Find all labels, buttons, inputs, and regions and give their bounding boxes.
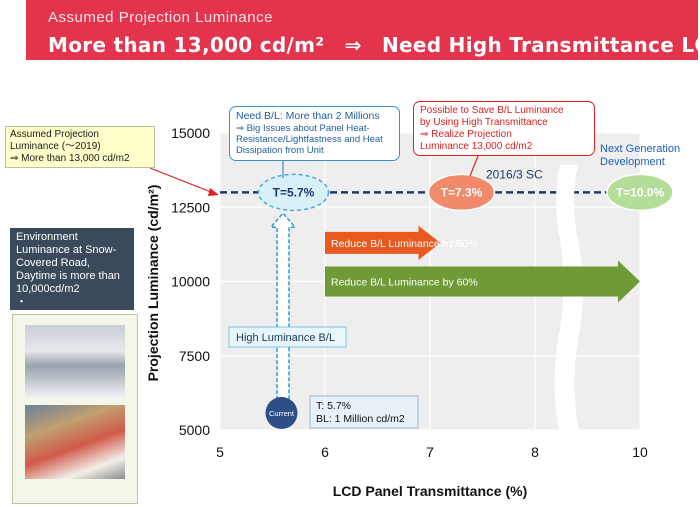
possible-connector: [469, 155, 479, 177]
assumed-connector: [149, 167, 217, 195]
high-luminance-arrow: [269, 212, 297, 419]
x-tick-label: 7: [426, 444, 434, 460]
y-tick-label: 12500: [171, 199, 210, 215]
snow-road-photo: [25, 325, 125, 399]
x-axis-title: LCD Panel Transmittance (%): [333, 483, 528, 499]
reference-line-label: 2016/3 SC: [486, 167, 543, 181]
y-tick-label: 15000: [171, 125, 210, 141]
high-luminance-label: High Luminance B/L: [236, 332, 335, 344]
possible-line: ⇒ Realize Projection: [420, 129, 512, 140]
need-bl-line: ⇒ Big Issues about Panel Heat-: [236, 123, 370, 134]
possible-save-callout: Possible to Save B/L Luminance by Using …: [413, 101, 595, 156]
need-bl-line: Need B/L: More than 2 Millions: [236, 110, 380, 122]
assumed-note-line: Luminance (～2019): [10, 141, 101, 152]
env-note-line: Luminance at Snow-: [16, 244, 117, 256]
reduce-arrow: [325, 260, 640, 303]
current-point-label: Current: [269, 409, 295, 418]
assumed-luminance-note: Assumed Projection Luminance (～2019) ⇒ M…: [5, 126, 155, 168]
env-note-line: Environment: [16, 231, 78, 243]
assumed-connector-head: [208, 188, 219, 196]
axis-break: [554, 165, 583, 435]
transmittance-point: [606, 173, 674, 212]
banner-title: More than 13,000 cd/m² ⇒ Need High Trans…: [48, 33, 700, 57]
env-note-line: ・: [16, 296, 27, 308]
header-banner: Assumed Projection Luminance More than 1…: [26, 0, 700, 60]
transmittance-point-label: T=5.7%: [273, 185, 315, 199]
need-bl-line: Dissipation from Unit: [236, 145, 324, 156]
assumed-note-line: Assumed Projection: [10, 129, 99, 140]
next-generation-label: Next Generation: [600, 143, 680, 155]
city-street-photo: [25, 405, 125, 479]
need-bl-callout: Need B/L: More than 2 Millions ⇒ Big Iss…: [229, 106, 400, 161]
current-info-line: T: 5.7%: [316, 400, 351, 412]
current-info-line: BL: 1 Million cd/m2: [316, 413, 405, 425]
reduce-arrow-tail-label: -> 1/5: [437, 238, 464, 250]
next-generation-label: Development: [600, 156, 665, 168]
road-photos-panel: [12, 314, 138, 504]
possible-line: Possible to Save B/L Luminance: [420, 105, 564, 116]
banner-subtitle: Assumed Projection Luminance: [48, 9, 273, 26]
need-bl-line: Resistance/Lightfastness and Heat: [236, 134, 383, 145]
env-note-line: Daytime is more than: [16, 270, 120, 282]
env-note-line: Covered Road,: [16, 257, 90, 269]
assumed-note-line: ⇒ More than 13,000 cd/m2: [10, 153, 130, 164]
transmittance-point-label: T=10.0%: [616, 185, 665, 199]
high-luminance-label-box: [228, 326, 347, 348]
current-point: [265, 397, 298, 429]
possible-line: by Using High Transmittance: [420, 117, 548, 128]
current-info-box: [309, 395, 419, 429]
x-tick-label: 10: [632, 444, 648, 460]
reduce-arrow-label: Reduce B/L Luminance by 80%: [331, 238, 478, 250]
transmittance-point-label: T=7.3%: [441, 185, 483, 199]
reduce-arrow-label: Reduce B/L Luminance by 60%: [331, 277, 478, 289]
transmittance-point: [427, 173, 496, 212]
possible-line: Luminance 13,000 cd/m2: [420, 141, 533, 152]
environment-luminance-note: Environment Luminance at Snow- Covered R…: [10, 228, 134, 310]
x-tick-label: 8: [531, 444, 539, 460]
env-note-line: 10,000cd/m2: [16, 283, 80, 295]
transmittance-point: [257, 173, 330, 212]
reduce-arrow: [325, 225, 441, 260]
y-tick-label: 7500: [179, 348, 210, 364]
x-tick-label: 6: [321, 444, 329, 460]
y-tick-label: 5000: [179, 422, 210, 438]
y-tick-label: 10000: [171, 274, 210, 290]
y-axis-title: Projection Luminance (cd/m²): [145, 185, 161, 382]
x-tick-label: 5: [216, 444, 224, 460]
